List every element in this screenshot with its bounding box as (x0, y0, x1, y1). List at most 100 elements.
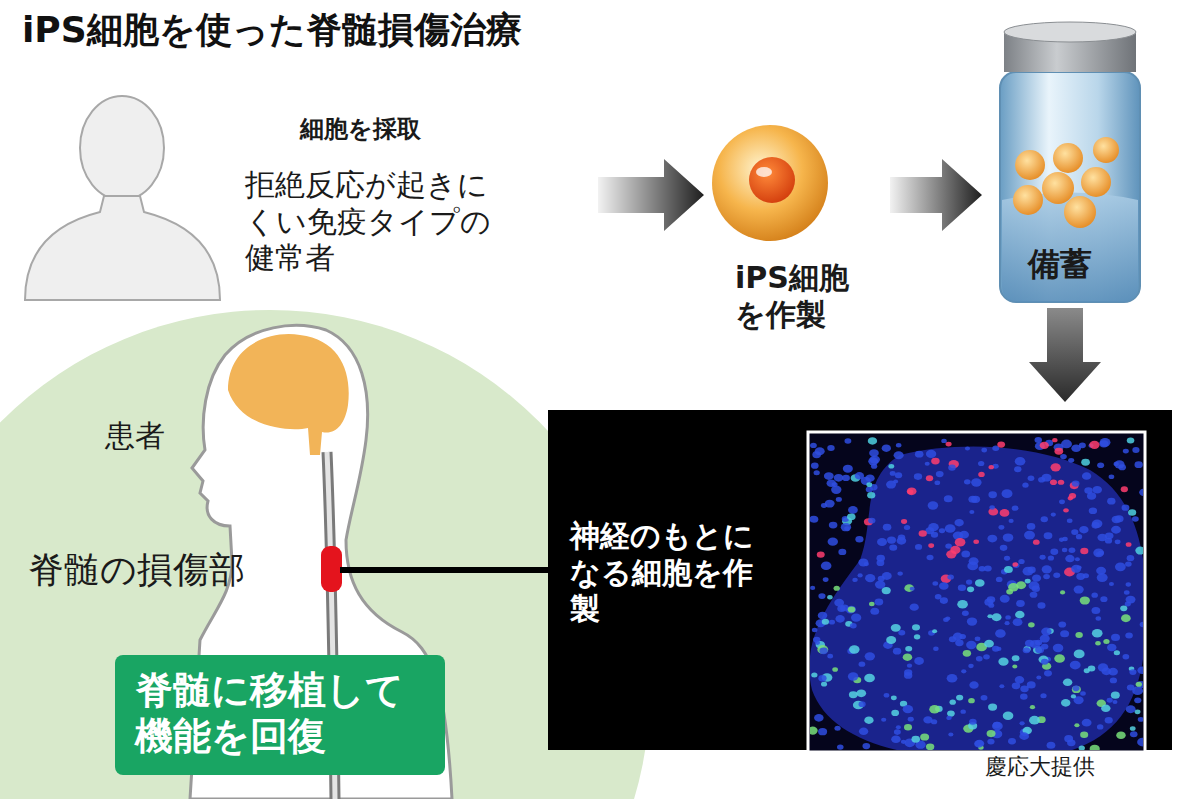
micrograph-cell (1060, 454, 1067, 459)
micrograph-cell (817, 645, 828, 654)
micrograph-cell (895, 472, 902, 478)
micrograph-cell (857, 573, 862, 577)
micrograph-cell (1092, 629, 1103, 638)
micrograph-cell (1090, 745, 1100, 750)
micrograph-cell (1129, 669, 1136, 675)
micrograph-cell (1058, 480, 1064, 485)
micrograph-cell (914, 657, 924, 665)
micrograph-cell (964, 479, 971, 484)
micrograph-cell (870, 608, 879, 615)
micrograph-cell (1019, 721, 1024, 725)
micrograph-cell (811, 463, 819, 469)
micrograph-cell (1030, 705, 1035, 709)
micrograph-cell (1036, 675, 1041, 679)
micrograph-cell (1012, 505, 1019, 510)
micrograph-cell (1100, 596, 1107, 602)
micrograph-cell (1060, 590, 1065, 594)
micrograph-cell (838, 549, 846, 555)
micrograph-cell (959, 531, 969, 539)
micrograph-cell (824, 472, 834, 480)
micrograph-cell (1000, 595, 1010, 603)
micrograph-cell (1108, 668, 1118, 676)
micrograph-cell (965, 446, 970, 450)
micrograph-cell (1134, 461, 1142, 468)
micrograph-cell (981, 695, 988, 701)
micrograph-cell (1048, 555, 1054, 560)
micrograph-cell (1016, 581, 1026, 589)
micrograph-cell (837, 605, 845, 612)
micrograph-cell (818, 728, 827, 735)
micrograph-cell (894, 729, 901, 735)
micrograph-cell (881, 718, 886, 722)
micrograph-cell (999, 684, 1004, 688)
micrograph-cell (988, 603, 994, 608)
micrograph-cell (1024, 531, 1035, 540)
micrograph-cell (898, 630, 905, 636)
micrograph-cell (855, 472, 864, 479)
micrograph-cell (1075, 632, 1082, 638)
micrograph-cell (1013, 618, 1023, 626)
micrograph-cell (1114, 650, 1120, 655)
micrograph-cell (1035, 437, 1042, 443)
micrograph-cell (851, 614, 861, 622)
micrograph-cell (904, 584, 914, 592)
micrograph-cell (896, 443, 902, 447)
micrograph-cell (908, 717, 914, 722)
micrograph-cell (877, 538, 887, 546)
micrograph-cell (971, 478, 981, 486)
micrograph-cell (1067, 518, 1073, 523)
micrograph-cell (974, 740, 984, 748)
micrograph-cell (989, 505, 995, 509)
micrograph-cell (818, 612, 828, 620)
micrograph-cell (1125, 632, 1133, 638)
micrograph-cell (1003, 533, 1014, 541)
micrograph-cell (1054, 654, 1065, 663)
micrograph-cell (904, 724, 912, 730)
micrograph-cell (1000, 509, 1010, 517)
micrograph-cell (1107, 698, 1113, 703)
micrograph-cell (868, 457, 878, 465)
micrograph-cell (966, 580, 972, 585)
micrograph-cell (1051, 512, 1056, 516)
micrograph-cell (1028, 622, 1035, 627)
micrograph-cell (939, 582, 949, 590)
micrograph-cell (1079, 526, 1088, 533)
micrograph-cell (865, 574, 875, 582)
micrograph-cell (1050, 479, 1057, 485)
micrograph-cell (975, 579, 985, 587)
micrograph-cell (1068, 458, 1074, 463)
micrograph-cell (890, 471, 896, 476)
micrograph-cell (928, 543, 934, 548)
micrograph-cell (1130, 726, 1136, 731)
micrograph-cell (1042, 565, 1052, 573)
micrograph-cell (1112, 700, 1117, 704)
micrograph-cell (1063, 508, 1069, 512)
micrograph-cell (1084, 487, 1092, 494)
micrograph-cell (1025, 640, 1034, 647)
micrograph-cell (1120, 606, 1127, 612)
micrograph-cell (825, 500, 835, 508)
micrograph-cell (903, 653, 912, 661)
micrograph-cell (1114, 460, 1124, 468)
micrograph-cell (992, 613, 1002, 621)
micrograph-cell (1081, 459, 1090, 466)
micrograph-cell (891, 696, 897, 701)
micrograph-cell (1092, 520, 1103, 528)
micrograph-cell (1093, 549, 1104, 558)
stored-cell (1042, 172, 1074, 204)
micrograph-cell (1070, 661, 1081, 670)
micrograph-cell (887, 536, 896, 543)
micrograph-cell (1018, 559, 1024, 564)
micrograph-cell (957, 600, 968, 609)
micrograph-cell (1033, 539, 1040, 544)
micrograph-cell (1005, 621, 1010, 625)
micrograph-cell (1132, 447, 1139, 453)
micrograph-cell (1127, 555, 1135, 561)
micrograph-cell (1072, 686, 1081, 693)
micrograph-cell (926, 450, 936, 458)
micrograph-cell (987, 730, 996, 737)
node-subtext: 脊髄の損傷部 (28, 548, 288, 592)
micrograph-cell (1027, 567, 1035, 574)
micrograph-cell (1126, 542, 1132, 547)
